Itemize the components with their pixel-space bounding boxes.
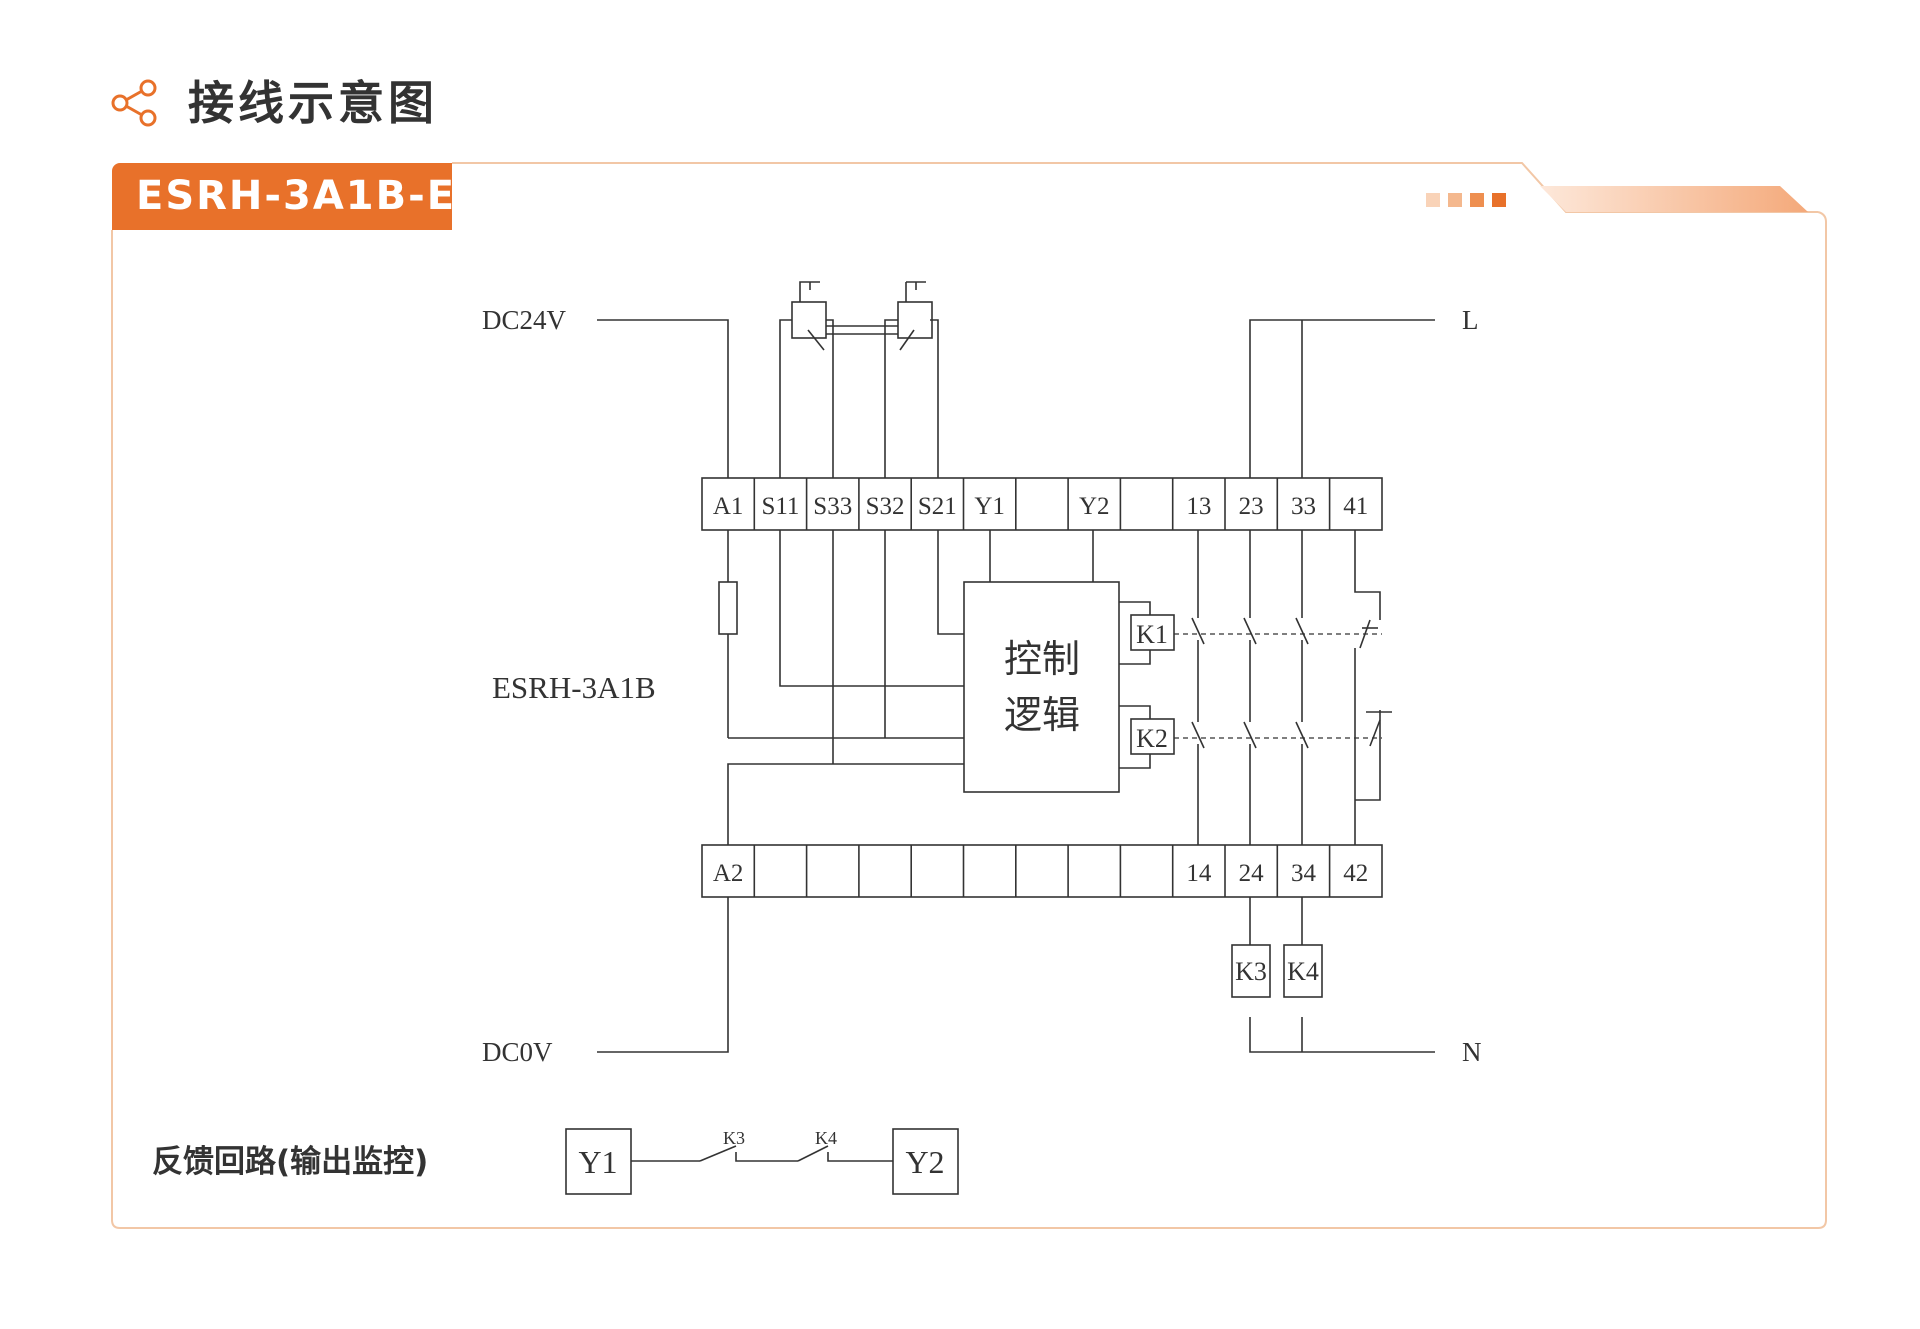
feedback-start-terminal: Y1	[578, 1144, 617, 1180]
contactor-k3: K3	[1231, 944, 1271, 998]
top-terminal-labels: A1 S11 S33 S32 S21 Y1 Y2 13 23 33 41	[713, 493, 1368, 520]
decoration-squares	[1426, 193, 1506, 207]
diagram-frame	[111, 162, 1827, 1229]
feedback-end-terminal: Y2	[905, 1144, 944, 1180]
bottom-terminal-label: 14	[1186, 860, 1212, 887]
supply-positive-label: DC24V	[482, 305, 567, 335]
top-terminal-label: S11	[761, 493, 799, 520]
top-terminal-label: Y2	[1079, 493, 1110, 520]
share-icon	[111, 79, 157, 127]
top-terminal-label: 41	[1343, 493, 1368, 520]
model-tab-label: ESRH-3A1B-E	[136, 173, 457, 219]
feedback-label: 反馈回路(输出监控)	[152, 1144, 428, 1180]
model-tab: ESRH-3A1B-E	[112, 163, 454, 230]
line-phase-label: L	[1462, 305, 1479, 335]
wiring-lines	[597, 281, 1435, 1053]
page-title: 接线示意图	[188, 76, 438, 130]
feedback-contact-k3-label: K3	[723, 1128, 745, 1148]
supply-negative-label: DC0V	[482, 1037, 553, 1067]
top-terminal-label: S21	[918, 493, 957, 520]
top-terminal-label: S32	[866, 493, 905, 520]
logic-block: 控制 逻辑	[963, 581, 1120, 793]
bottom-terminal-label: 34	[1291, 860, 1317, 887]
bottom-terminal-label: 24	[1239, 860, 1265, 887]
top-terminal-label: A1	[713, 493, 744, 520]
logic-label-line-2: 逻辑	[1004, 693, 1080, 737]
frame-tab-decoration	[1540, 186, 1808, 212]
top-terminal-strip	[701, 477, 1383, 531]
feedback-contact-k4-label: K4	[815, 1128, 837, 1148]
bottom-terminal-labels: A2 14 24 34 42	[713, 860, 1368, 887]
contactor-k3-label: K3	[1235, 957, 1267, 986]
contactor-k4: K4	[1283, 944, 1323, 998]
relay-k1: K1	[1130, 614, 1175, 651]
bottom-terminal-strip	[701, 844, 1383, 898]
relay-k2: K2	[1130, 718, 1175, 755]
top-terminal-label: 13	[1186, 493, 1211, 520]
feedback-circuit	[565, 1128, 959, 1195]
logic-label-line-1: 控制	[1004, 637, 1080, 681]
relay-coupling-lines	[1174, 633, 1382, 739]
relay-k1-label: K1	[1136, 620, 1168, 649]
top-terminal-label: 33	[1291, 493, 1316, 520]
contactor-k4-label: K4	[1287, 957, 1319, 986]
top-terminal-label: 23	[1239, 493, 1264, 520]
bottom-terminal-label: A2	[713, 860, 744, 887]
line-neutral-label: N	[1462, 1037, 1482, 1067]
device-model-label: ESRH-3A1B	[492, 670, 656, 705]
top-terminal-label: Y1	[974, 493, 1005, 520]
relay-k2-label: K2	[1136, 724, 1168, 753]
bottom-terminal-label: 42	[1343, 860, 1368, 887]
top-terminal-label: S33	[813, 493, 852, 520]
